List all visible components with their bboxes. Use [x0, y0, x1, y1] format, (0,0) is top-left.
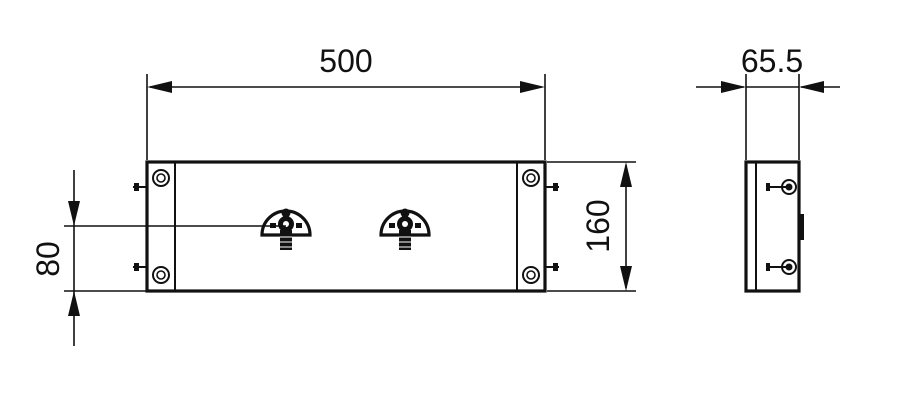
side-view — [744, 160, 804, 293]
mounting-pin-right-top — [545, 183, 559, 191]
mounting-pin-right-bottom — [545, 263, 559, 271]
corner-screw-top-left — [152, 169, 170, 187]
valve-fitting-left — [260, 208, 312, 250]
height-dimension: 160 — [547, 161, 636, 292]
offset-dimension: 80 — [30, 170, 286, 346]
mounting-pin-left-top — [133, 183, 147, 191]
offset-dimension-label: 80 — [30, 241, 66, 277]
corner-screw-top-right — [522, 169, 540, 187]
valve-fitting-right — [379, 208, 431, 250]
side-screw-bottom — [766, 259, 797, 275]
width-dimension: 500 — [146, 43, 546, 160]
depth-dimension: 65.5 — [696, 43, 840, 160]
side-back-tab — [799, 214, 804, 240]
height-dimension-label: 160 — [580, 199, 616, 252]
depth-dimension-label: 65.5 — [741, 43, 803, 79]
mounting-pin-left-bottom — [133, 263, 147, 271]
side-screw-top — [766, 179, 797, 195]
corner-screw-bottom-right — [522, 266, 540, 284]
front-view — [133, 160, 559, 293]
corner-screw-bottom-left — [152, 266, 170, 284]
width-dimension-label: 500 — [319, 43, 372, 79]
